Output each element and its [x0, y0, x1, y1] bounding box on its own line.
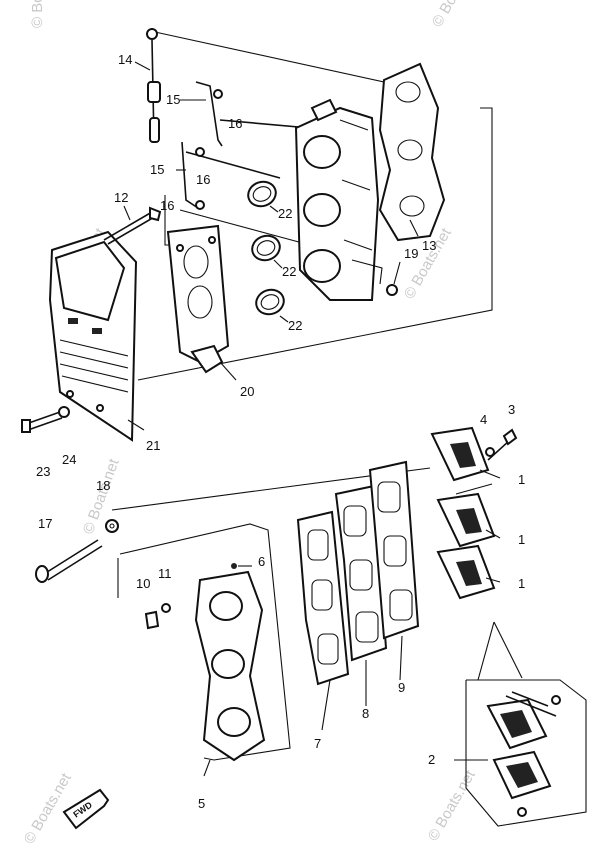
callout-12: 12: [114, 190, 128, 205]
callout-22-top: 22: [278, 206, 292, 221]
callout-8: 8: [362, 706, 369, 721]
part-19-plug: [386, 261, 401, 296]
callout-4: 4: [480, 412, 487, 427]
watermark-bottom-right: © Boats.net: [425, 767, 479, 844]
part-22-o-rings: [247, 180, 285, 316]
part-21-silencer-cover: [48, 230, 138, 442]
callout-1-middle: 1: [518, 532, 525, 547]
callout-6: 6: [258, 554, 265, 569]
part-15-link-rod-lower: [181, 141, 281, 210]
callout-21: 21: [146, 438, 160, 453]
callout-9: 9: [398, 680, 405, 695]
callout-labels: 14 15 16 15 16 16 12 13 22 22 22 19 20 2…: [36, 52, 525, 811]
part-23-24-bolt-washer: [21, 406, 70, 433]
part-14-linkage-rod: [146, 28, 161, 143]
callout-3: 3: [508, 402, 515, 417]
part-5-reed-plate: [194, 563, 266, 762]
leader-lines: [123, 61, 501, 777]
callout-15-lower: 15: [150, 162, 164, 177]
callout-20: 20: [240, 384, 254, 399]
part-10-11-bolt: [144, 603, 171, 630]
callout-16-middle: 16: [196, 172, 210, 187]
part-18-washer: [105, 519, 119, 533]
part-8-gasket: [334, 484, 388, 662]
part-7-gasket: [296, 510, 350, 686]
callout-7: 7: [314, 736, 321, 751]
fwd-direction-badge: FWD: [62, 788, 110, 830]
part-17-bolt: [35, 539, 103, 583]
part-2-reed-valve-detail: [465, 621, 587, 827]
callout-16-lower: 16: [160, 198, 174, 213]
callout-11: 11: [158, 566, 172, 581]
callout-10: 10: [136, 576, 150, 591]
lower-assembly-outline: [111, 467, 493, 761]
callout-16-upper: 16: [228, 116, 242, 131]
part-15-link-rod-upper: [195, 81, 311, 147]
callout-5: 5: [198, 796, 205, 811]
callout-23: 23: [36, 464, 50, 479]
callout-15-upper: 15: [166, 92, 180, 107]
callout-19: 19: [404, 246, 418, 261]
watermark-top-left: © Boats.net: [29, 0, 46, 28]
callout-22-middle: 22: [282, 264, 296, 279]
callout-2: 2: [428, 752, 435, 767]
callout-24: 24: [62, 452, 76, 467]
callout-13: 13: [422, 238, 436, 253]
callout-14: 14: [118, 52, 132, 67]
part-12-bolt: [103, 206, 162, 245]
part-3-4-screw: [485, 428, 518, 461]
carburetor-assembly: [294, 98, 383, 301]
part-9-gasket: [368, 460, 420, 640]
callout-18: 18: [96, 478, 110, 493]
part-13-manifold-gasket: [378, 62, 446, 242]
callout-22-bottom: 22: [288, 318, 302, 333]
callout-17: 17: [38, 516, 52, 531]
watermark-top-right: © Boats.net: [429, 0, 483, 30]
part-20-gasket: [166, 224, 230, 374]
callout-1-bottom: 1: [518, 576, 525, 591]
callout-1-top: 1: [518, 472, 525, 487]
watermark-bottom-left: © Boats.net: [21, 770, 75, 847]
part-1-reed-valves: [430, 426, 496, 600]
